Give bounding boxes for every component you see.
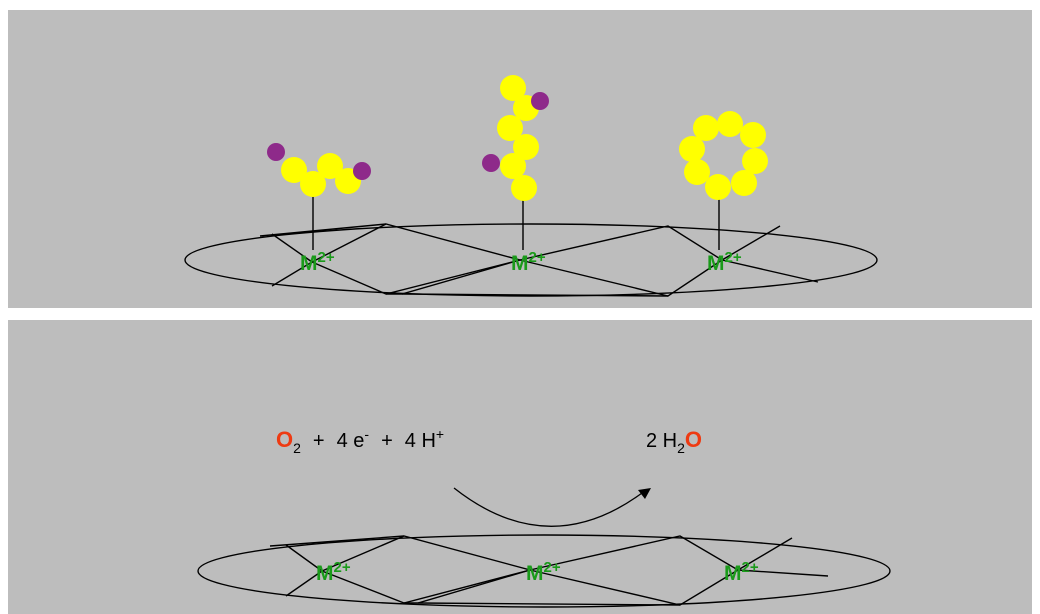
chain-bead [281, 157, 307, 183]
curved-arrow-icon [453, 487, 651, 527]
chain-bead [511, 175, 537, 201]
surface-lattice-segment [721, 225, 781, 261]
metal-ion-label: M2+ [300, 249, 335, 275]
chain-bead [500, 75, 526, 101]
surface-lattice-segment [311, 223, 523, 295]
metal-ion-label: M2+ [724, 559, 759, 585]
chain-bead [317, 153, 343, 179]
chain-bead [300, 171, 326, 197]
ligand-chain-1 [267, 143, 371, 197]
chain-bead [513, 134, 539, 160]
ring-bead [742, 148, 768, 174]
metal-ion-label: M2+ [316, 559, 351, 585]
bottom-surface [197, 534, 891, 608]
metal-ion-label: M2+ [526, 559, 561, 585]
top-surface [184, 223, 878, 297]
surface-lattice-segment [417, 602, 681, 606]
surface-lattice-segment [259, 223, 387, 237]
ligand-chain-2 [482, 75, 549, 201]
surface-lattice-segment [721, 259, 819, 283]
ring-bead [731, 170, 757, 196]
surface-lattice-segment [321, 535, 533, 604]
tethers-top [312, 196, 720, 250]
metal-ion-label: M2+ [707, 249, 742, 275]
end-group-bead [353, 162, 371, 180]
surface-lattice-segment [529, 535, 740, 606]
surface-lattice-segment [401, 293, 669, 297]
oxygen-symbol: O [276, 427, 293, 452]
surface-lattice-segment [737, 569, 829, 577]
surface-lattice-segment [519, 225, 724, 297]
metal-ion-label: M2+ [511, 249, 546, 275]
surface-ellipse-top [184, 223, 878, 297]
oxygen-symbol: O [685, 427, 702, 452]
surface-ellipse-bottom [197, 534, 891, 608]
ring-bead [693, 115, 719, 141]
end-group-bead [482, 154, 500, 172]
surface-lattice-segment [269, 535, 405, 547]
ring-bead [740, 122, 766, 148]
panel-surface-reaction [8, 320, 1032, 614]
end-group-bead [267, 143, 285, 161]
product-equation: 2 H2O [646, 427, 702, 456]
ring-bead [705, 174, 731, 200]
ring-bead [679, 136, 705, 162]
end-group-bead [531, 92, 549, 110]
chain-bead [497, 115, 523, 141]
surface-lattice-segment [737, 537, 793, 571]
ligand-ring-3 [679, 111, 768, 200]
chain-bead [500, 153, 526, 179]
ring-bead [684, 159, 710, 185]
ring-bead [717, 111, 743, 137]
reactants-equation: O2+4 e-+4 H+ [276, 426, 444, 456]
